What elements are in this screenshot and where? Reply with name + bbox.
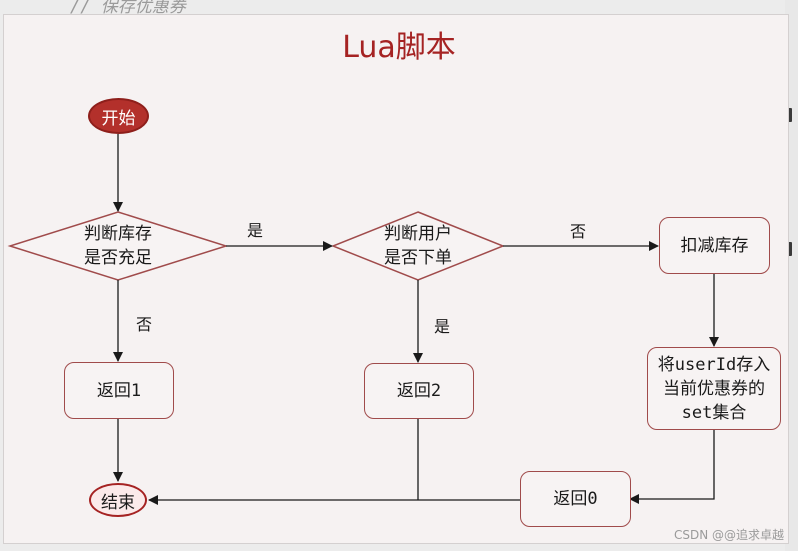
edge-label-user-no: 否 <box>570 222 587 241</box>
right-edge-marker <box>788 108 792 122</box>
diagram-title: Lua脚本 <box>342 30 456 65</box>
process-return-2: 返回2 <box>364 363 474 419</box>
process-save-user: 将userId存入 当前优惠券的 set集合 <box>647 347 781 430</box>
watermark: CSDN @@追求卓越 <box>673 528 784 542</box>
process-return-0: 返回0 <box>520 471 631 527</box>
edge-label-user-yes: 是 <box>434 317 451 336</box>
decision-stock-label: 判断库存 是否充足 <box>84 224 152 268</box>
start-node: 开始 <box>88 98 149 134</box>
end-node: 结束 <box>89 483 147 517</box>
edge-label-stock-no: 否 <box>136 315 153 334</box>
process-return-1: 返回1 <box>64 362 174 419</box>
edge-label-stock-yes: 是 <box>247 221 264 240</box>
process-deduct-stock: 扣减库存 <box>659 217 770 274</box>
decision-user-label: 判断用户 是否下单 <box>384 224 452 268</box>
code-comment-snippet: // 保存优惠券 <box>70 0 186 17</box>
right-edge-marker <box>788 242 792 256</box>
edge-save-to-return0 <box>629 430 715 504</box>
